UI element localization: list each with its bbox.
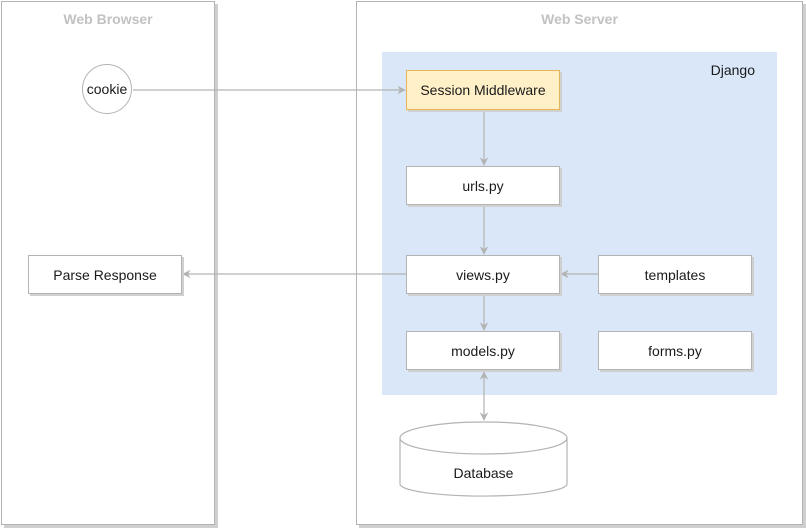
session-middleware-label: Session Middleware [420,82,546,98]
database-cylinder [399,421,568,497]
models-label: models.py [451,342,515,359]
parse-response-label: Parse Response [53,266,157,283]
templates-box: templates [598,255,752,294]
django-label: Django [710,62,755,78]
models-box: models.py [406,331,560,370]
views-label: views.py [456,266,510,283]
web-server-title: Web Server [541,11,618,27]
urls-label: urls.py [462,177,504,194]
forms-label: forms.py [648,342,702,359]
urls-box: urls.py [406,166,560,205]
session-middleware-box: Session Middleware [406,70,560,110]
web-browser-title: Web Browser [63,11,153,27]
cookie-label: cookie [86,81,128,97]
database-label: Database [453,465,514,481]
views-box: views.py [406,255,560,294]
templates-label: templates [644,266,706,283]
cookie-node: cookie [82,64,132,114]
forms-box: forms.py [598,331,752,370]
parse-response-box: Parse Response [28,255,182,294]
